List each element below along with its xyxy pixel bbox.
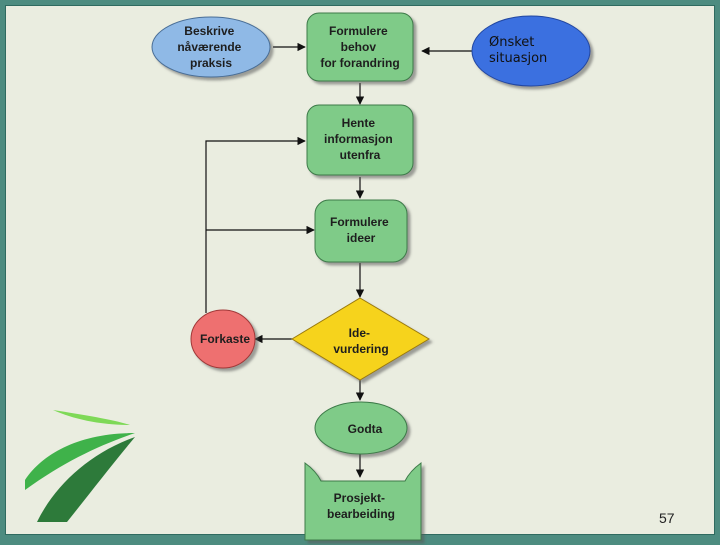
node-current-practice-line: nåværende bbox=[177, 40, 241, 54]
slide: Beskrive nåværende praksis Formulere beh… bbox=[5, 5, 715, 541]
connectors bbox=[205, 42, 475, 478]
svg-text:Formulere ideer: Formulere ideer bbox=[330, 215, 392, 245]
node-project-work-shape bbox=[304, 462, 422, 541]
node-desired-situation-line: situasjon bbox=[489, 51, 547, 66]
node-approve-shape bbox=[314, 401, 408, 455]
node-idea-evaluation: Ide- vurdering bbox=[291, 297, 430, 381]
node-fetch-info-line: utenfra bbox=[340, 148, 381, 162]
node-desired-situation: Ønsket situasjon bbox=[471, 15, 591, 87]
node-formulate-ideas-shape bbox=[314, 199, 408, 263]
node-formulate-need-shape bbox=[306, 12, 414, 82]
svg-text:Hente informasjon: Hente informasjon utenfra bbox=[324, 116, 396, 162]
node-discard-label: Forkaste bbox=[200, 332, 250, 346]
svg-text:Beskrive nåværende: Beskrive nåværende praksis bbox=[177, 24, 244, 70]
feedback-line bbox=[205, 136, 306, 313]
node-current-practice-shape bbox=[151, 16, 271, 78]
node-formulate-need-line: Formulere bbox=[329, 24, 388, 38]
node-idea-evaluation-line: Ide- bbox=[349, 326, 370, 340]
svg-text:Prosjekt- bearbeiding: Prosjekt- bearbeiding bbox=[327, 491, 395, 521]
node-fetch-info: Hente informasjon utenfra bbox=[306, 104, 414, 176]
flowchart: Beskrive nåværende praksis Formulere beh… bbox=[25, 12, 591, 541]
node-discard-shape bbox=[190, 309, 256, 369]
node-current-practice: Beskrive nåværende praksis bbox=[151, 16, 271, 78]
node-formulate-need-line: behov bbox=[341, 40, 377, 54]
node-formulate-need: Formulere behov for forandring bbox=[306, 12, 414, 82]
node-fetch-info-line: Hente bbox=[342, 116, 376, 130]
node-desired-situation-shape bbox=[471, 15, 591, 87]
logo bbox=[25, 410, 135, 522]
node-approve-label: Godta bbox=[348, 422, 383, 436]
node-approve: Godta bbox=[314, 401, 408, 455]
node-formulate-need-line: for forandring bbox=[320, 56, 399, 70]
node-current-practice-line: Beskrive bbox=[184, 24, 234, 38]
node-formulate-ideas: Formulere ideer bbox=[314, 199, 408, 263]
node-fetch-info-shape bbox=[306, 104, 414, 176]
page-number: 57 bbox=[659, 510, 675, 526]
node-current-practice-line: praksis bbox=[190, 56, 232, 70]
svg-text:Ønsket situasjon: Ønsket situasjon bbox=[489, 35, 547, 66]
node-project-work-line: bearbeiding bbox=[327, 507, 395, 521]
node-project-work: Prosjekt- bearbeiding bbox=[304, 462, 422, 541]
node-desired-situation-line: Ønsket bbox=[489, 35, 534, 50]
node-discard: Forkaste bbox=[190, 309, 256, 369]
node-project-work-line: Prosjekt- bbox=[334, 491, 385, 505]
node-idea-evaluation-line: vurdering bbox=[333, 342, 388, 356]
node-fetch-info-line: informasjon bbox=[324, 132, 393, 146]
node-formulate-ideas-line: Formulere bbox=[330, 215, 389, 229]
node-formulate-ideas-line: ideer bbox=[347, 231, 376, 245]
node-idea-evaluation-shape bbox=[291, 297, 430, 381]
svg-text:Formulere behov fo: Formulere behov for forandring bbox=[320, 24, 399, 70]
svg-text:Ide- vurdering: Ide- vurdering bbox=[333, 326, 388, 356]
